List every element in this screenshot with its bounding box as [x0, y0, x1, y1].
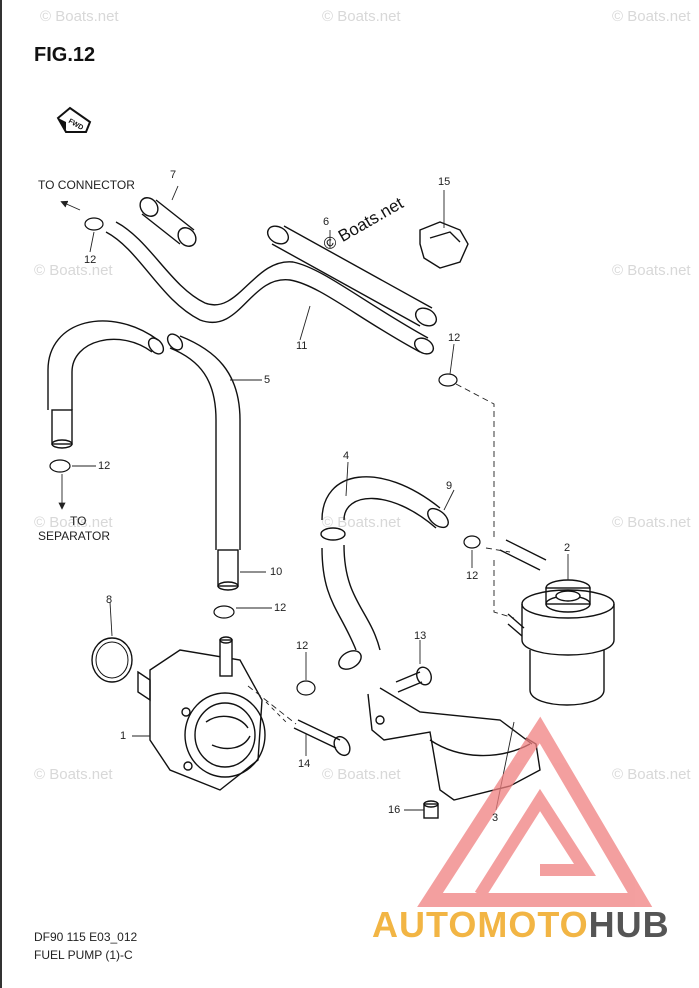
- watermark: © Boats.net: [34, 262, 113, 279]
- callout-1: 1: [120, 730, 127, 742]
- callout-4: 4: [343, 450, 350, 462]
- watermark: © Boats.net: [612, 514, 691, 531]
- callout-16: 16: [388, 804, 401, 816]
- figure-title: FIG.12: [34, 44, 96, 66]
- o-ring-8: [91, 637, 133, 683]
- hose-to-separator: [47, 320, 165, 449]
- callout-6: 6: [323, 216, 330, 228]
- callout-12: 12: [98, 460, 111, 472]
- automotohub-logo-icon: [417, 716, 653, 907]
- callout-14: 14: [298, 758, 311, 770]
- label-to-connector: TO CONNECTOR: [38, 178, 135, 192]
- callout-12: 12: [466, 570, 479, 582]
- callout-13: 13: [414, 630, 427, 642]
- bolt-14: [293, 719, 351, 757]
- watermark: © Boats.net: [612, 766, 691, 783]
- callout-12: 12: [84, 254, 97, 266]
- callout-15: 15: [438, 176, 451, 188]
- callout-2: 2: [564, 542, 571, 554]
- bracket-3: [367, 687, 541, 801]
- logo-text-part2: HUB: [588, 904, 670, 945]
- automotohub-logo: AUTOMOTOHUB: [372, 904, 670, 946]
- watermark: © Boats.net: [322, 8, 401, 25]
- hose-4: [320, 476, 449, 670]
- watermark: © Boats.net: [34, 766, 113, 783]
- clamp-12: [49, 217, 481, 696]
- clamp-15: [419, 221, 469, 269]
- fuel-pump-1: [137, 636, 266, 791]
- logo-text-part1: AUTOMOTO: [372, 904, 589, 945]
- callout-9: 9: [446, 480, 453, 492]
- label-to: TO: [70, 514, 87, 528]
- watermark: © Boats.net: [34, 514, 113, 531]
- callout-12: 12: [296, 640, 309, 652]
- callout-11: 11: [296, 340, 308, 352]
- callout-5: 5: [264, 374, 271, 386]
- hose-7: [139, 197, 197, 247]
- callout-8: 8: [106, 594, 113, 606]
- hose-5: [166, 333, 241, 591]
- callout-12: 12: [274, 602, 287, 614]
- hose-11: [105, 221, 435, 355]
- callout-12: 12: [448, 332, 461, 344]
- watermark: © Boats.net: [40, 8, 119, 25]
- figure-code: DF90 115 E03_012: [34, 930, 138, 944]
- hose-6: [266, 225, 438, 327]
- bolt-13: [395, 666, 432, 693]
- figure-name: FUEL PUMP (1)-C: [34, 948, 133, 962]
- callout-7: 7: [170, 169, 177, 181]
- watermark: © Boats.net: [612, 8, 691, 25]
- callout-3: 3: [492, 812, 499, 824]
- watermark: © Boats.net: [322, 514, 401, 531]
- callout-10: 10: [270, 566, 283, 578]
- spacer-16: [423, 800, 439, 819]
- fuel-filter-2: [499, 539, 615, 706]
- label-separator: SEPARATOR: [38, 529, 111, 543]
- watermark: © Boats.net: [612, 262, 691, 279]
- watermark: © Boats.net: [322, 766, 401, 783]
- fwd-arrow-icon: FWD: [56, 106, 92, 133]
